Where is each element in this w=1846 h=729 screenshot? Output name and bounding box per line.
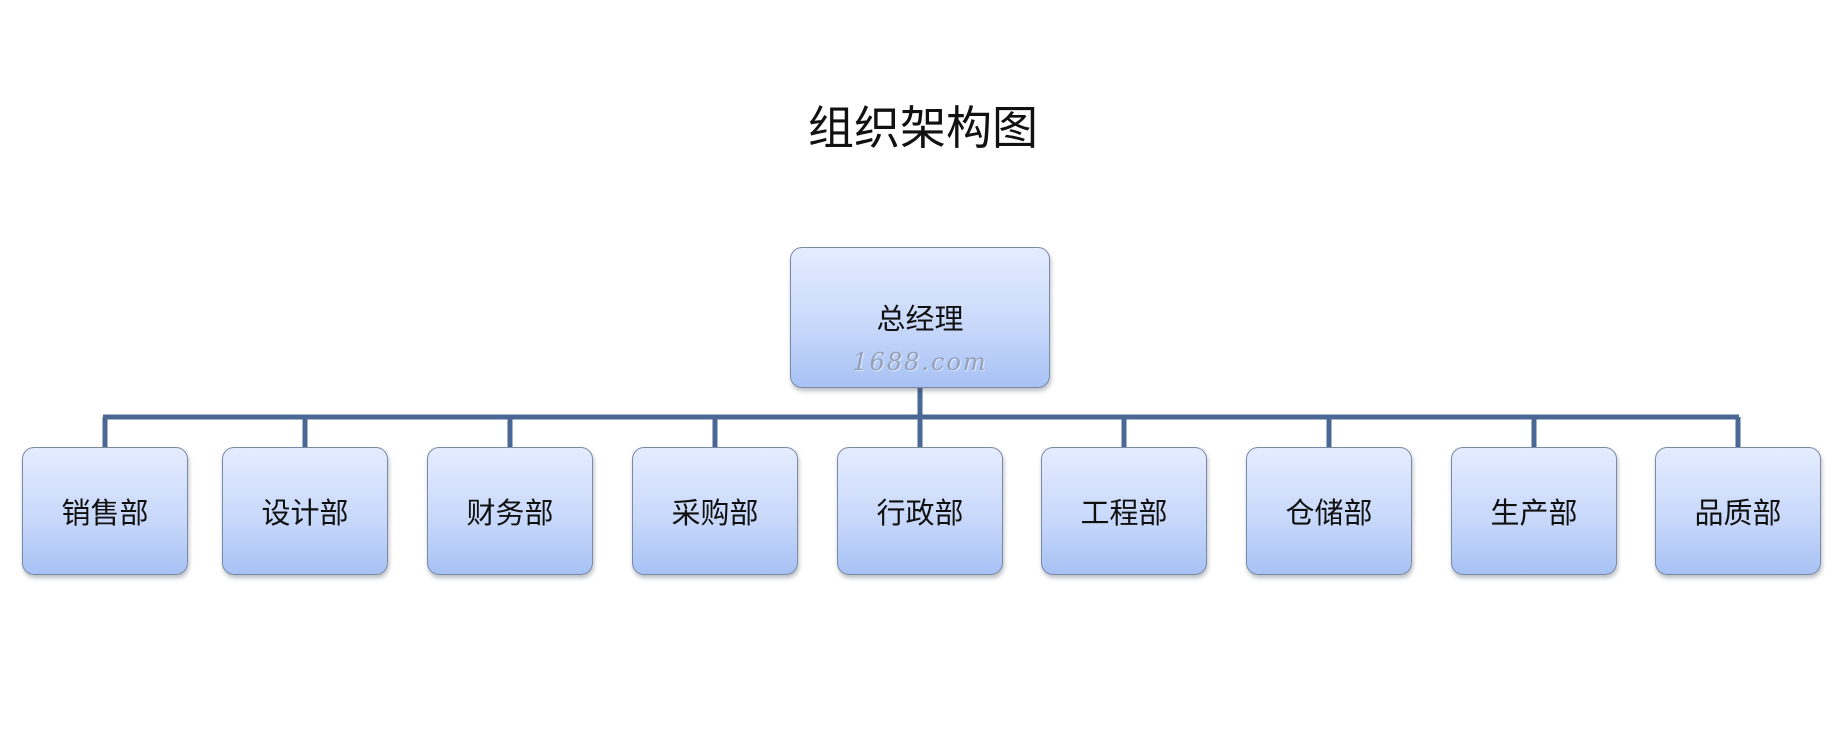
- node-department-purchasing: 采购部: [632, 447, 798, 575]
- node-label: 品质部: [1694, 496, 1782, 530]
- node-label: 销售部: [61, 496, 149, 530]
- node-label: 仓储部: [1285, 496, 1373, 530]
- node-department-warehouse: 仓储部: [1246, 447, 1412, 575]
- node-department-sales: 销售部: [22, 447, 188, 575]
- node-general-manager: 总经理 1688.com: [790, 247, 1050, 388]
- node-department-admin: 行政部: [837, 447, 1003, 575]
- node-department-production: 生产部: [1451, 447, 1617, 575]
- node-department-finance: 财务部: [427, 447, 593, 575]
- chart-title: 组织架构图: [808, 101, 1038, 155]
- node-general-manager-label: 总经理: [876, 301, 964, 336]
- node-department-quality: 品质部: [1655, 447, 1821, 575]
- node-label: 工程部: [1080, 496, 1168, 530]
- node-label: 设计部: [261, 496, 349, 530]
- node-label: 行政部: [876, 496, 964, 530]
- node-department-design: 设计部: [222, 447, 388, 575]
- node-department-engineering: 工程部: [1041, 447, 1207, 575]
- node-label: 生产部: [1490, 496, 1578, 530]
- watermark-text: 1688.com: [852, 348, 988, 376]
- node-label: 采购部: [671, 496, 759, 530]
- node-label: 财务部: [466, 496, 554, 530]
